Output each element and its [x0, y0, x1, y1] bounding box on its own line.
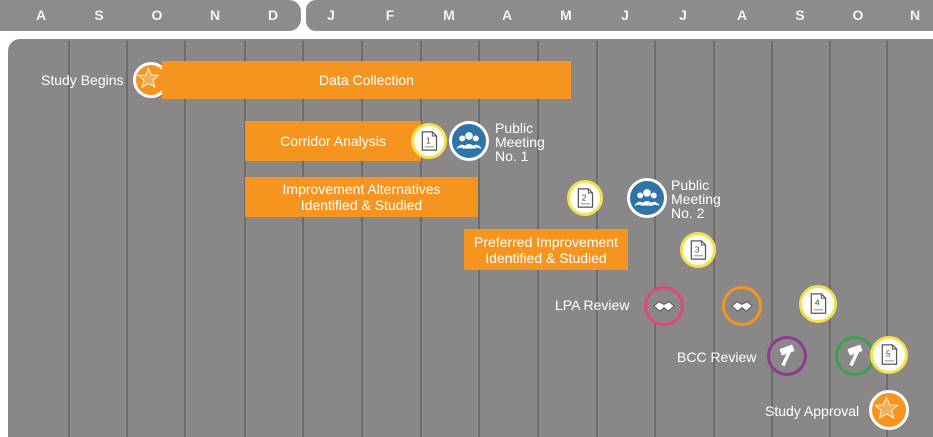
- document-4-icon: 4: [799, 285, 837, 323]
- grid-line: [771, 41, 773, 437]
- document-2-icon: 2: [567, 180, 603, 216]
- study-approval-label: Study Approval: [765, 403, 860, 419]
- year2-months-header: [306, 0, 933, 31]
- grid-line: [886, 41, 888, 437]
- people-icon: [449, 121, 489, 161]
- month-label: A: [736, 7, 748, 23]
- year1-months-header: [0, 0, 301, 31]
- gavel-icon: [835, 336, 875, 376]
- month-label: J: [621, 7, 629, 23]
- preferred-improvement-bar: Preferred Improvement Identified & Studi…: [464, 229, 628, 270]
- grid-line: [244, 41, 246, 437]
- month-label: N: [909, 7, 921, 23]
- month-label: M: [443, 7, 455, 23]
- month-label: J: [327, 7, 335, 23]
- lpa-review-label: LPA Review: [555, 297, 630, 313]
- grid-line: [184, 41, 186, 437]
- month-label: S: [94, 7, 104, 23]
- svg-text:1: 1: [426, 136, 431, 146]
- bcc-review-label: BCC Review: [677, 349, 757, 365]
- document-5-icon: 5: [870, 336, 908, 374]
- grid-line: [713, 41, 715, 437]
- month-label: O: [151, 7, 163, 23]
- month-label: N: [209, 7, 221, 23]
- improvement-alternatives-bar: Improvement Alternatives Identified & St…: [245, 177, 478, 217]
- star-icon: [869, 390, 909, 430]
- grid-line: [654, 41, 656, 437]
- svg-text:2: 2: [582, 193, 587, 203]
- grid-line: [302, 41, 304, 437]
- grid-line: [126, 41, 128, 437]
- handshake-icon: [722, 286, 762, 326]
- svg-text:5: 5: [886, 349, 891, 359]
- month-label: A: [501, 7, 513, 23]
- grid-line: [361, 41, 363, 437]
- handshake-icon: [644, 286, 684, 326]
- svg-text:4: 4: [815, 298, 820, 308]
- month-label: M: [560, 7, 572, 23]
- month-label: A: [35, 7, 47, 23]
- grid-line: [420, 41, 422, 437]
- month-label: F: [385, 7, 395, 23]
- grid-line: [829, 41, 831, 437]
- public-meeting-2-label: Public Meeting No. 2: [671, 177, 721, 221]
- gavel-icon: [767, 336, 807, 376]
- corridor-analysis-bar: Corridor Analysis: [245, 121, 421, 161]
- month-label: O: [852, 7, 864, 23]
- grid-line: [68, 41, 70, 437]
- document-1-icon: 1: [411, 123, 447, 159]
- document-3-icon: 3: [680, 232, 716, 268]
- month-label: J: [679, 7, 687, 23]
- people-icon: [627, 178, 667, 218]
- study-begins-label: Study Begins: [41, 72, 124, 88]
- month-label: S: [795, 7, 805, 23]
- svg-text:3: 3: [695, 245, 700, 255]
- month-label: D: [267, 7, 279, 23]
- data-collection-bar: Data Collection: [162, 61, 571, 99]
- public-meeting-1-label: Public Meeting No. 1: [495, 120, 545, 164]
